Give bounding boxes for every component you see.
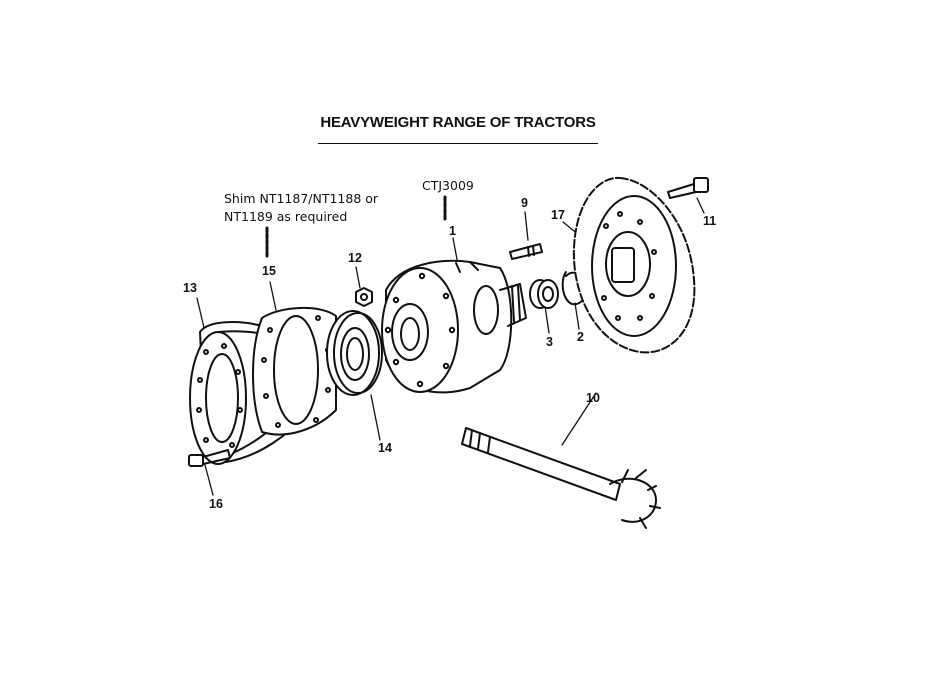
part-number-note: CTJ3009	[422, 178, 474, 193]
callout-1: 1	[449, 224, 456, 238]
callout-11: 11	[703, 214, 717, 228]
shim-note-line1: Shim NT1187/NT1188 or	[224, 191, 379, 206]
part-11-bolt	[667, 177, 709, 199]
callout-12: 12	[348, 251, 362, 265]
part-16-bolt	[188, 449, 231, 467]
part-12-nut	[355, 287, 373, 307]
callout-10: 10	[586, 391, 600, 405]
callout-17: 17	[551, 208, 565, 222]
part-10-pinion-shaft	[461, 427, 661, 529]
callout-9: 9	[521, 196, 528, 210]
leader-lines	[196, 195, 705, 496]
callout-3: 3	[546, 335, 553, 349]
part-3-bearing	[529, 279, 559, 309]
callout-15: 15	[262, 264, 276, 278]
part-15-shim	[252, 307, 337, 436]
callout-13: 13	[183, 281, 197, 295]
shim-note-line2: NT1189 as required	[224, 209, 348, 224]
part-14-bearing	[326, 310, 383, 396]
callout-2: 2	[577, 330, 584, 344]
callout-14: 14	[378, 441, 392, 455]
part-1-differential-case	[381, 259, 527, 394]
title-underline	[318, 143, 598, 144]
diagram-title: HEAVYWEIGHT RANGE OF TRACTORS	[320, 114, 596, 131]
part-9-pin	[509, 243, 543, 260]
part-10-crown-wheel	[572, 176, 696, 354]
callout-16: 16	[209, 497, 223, 511]
